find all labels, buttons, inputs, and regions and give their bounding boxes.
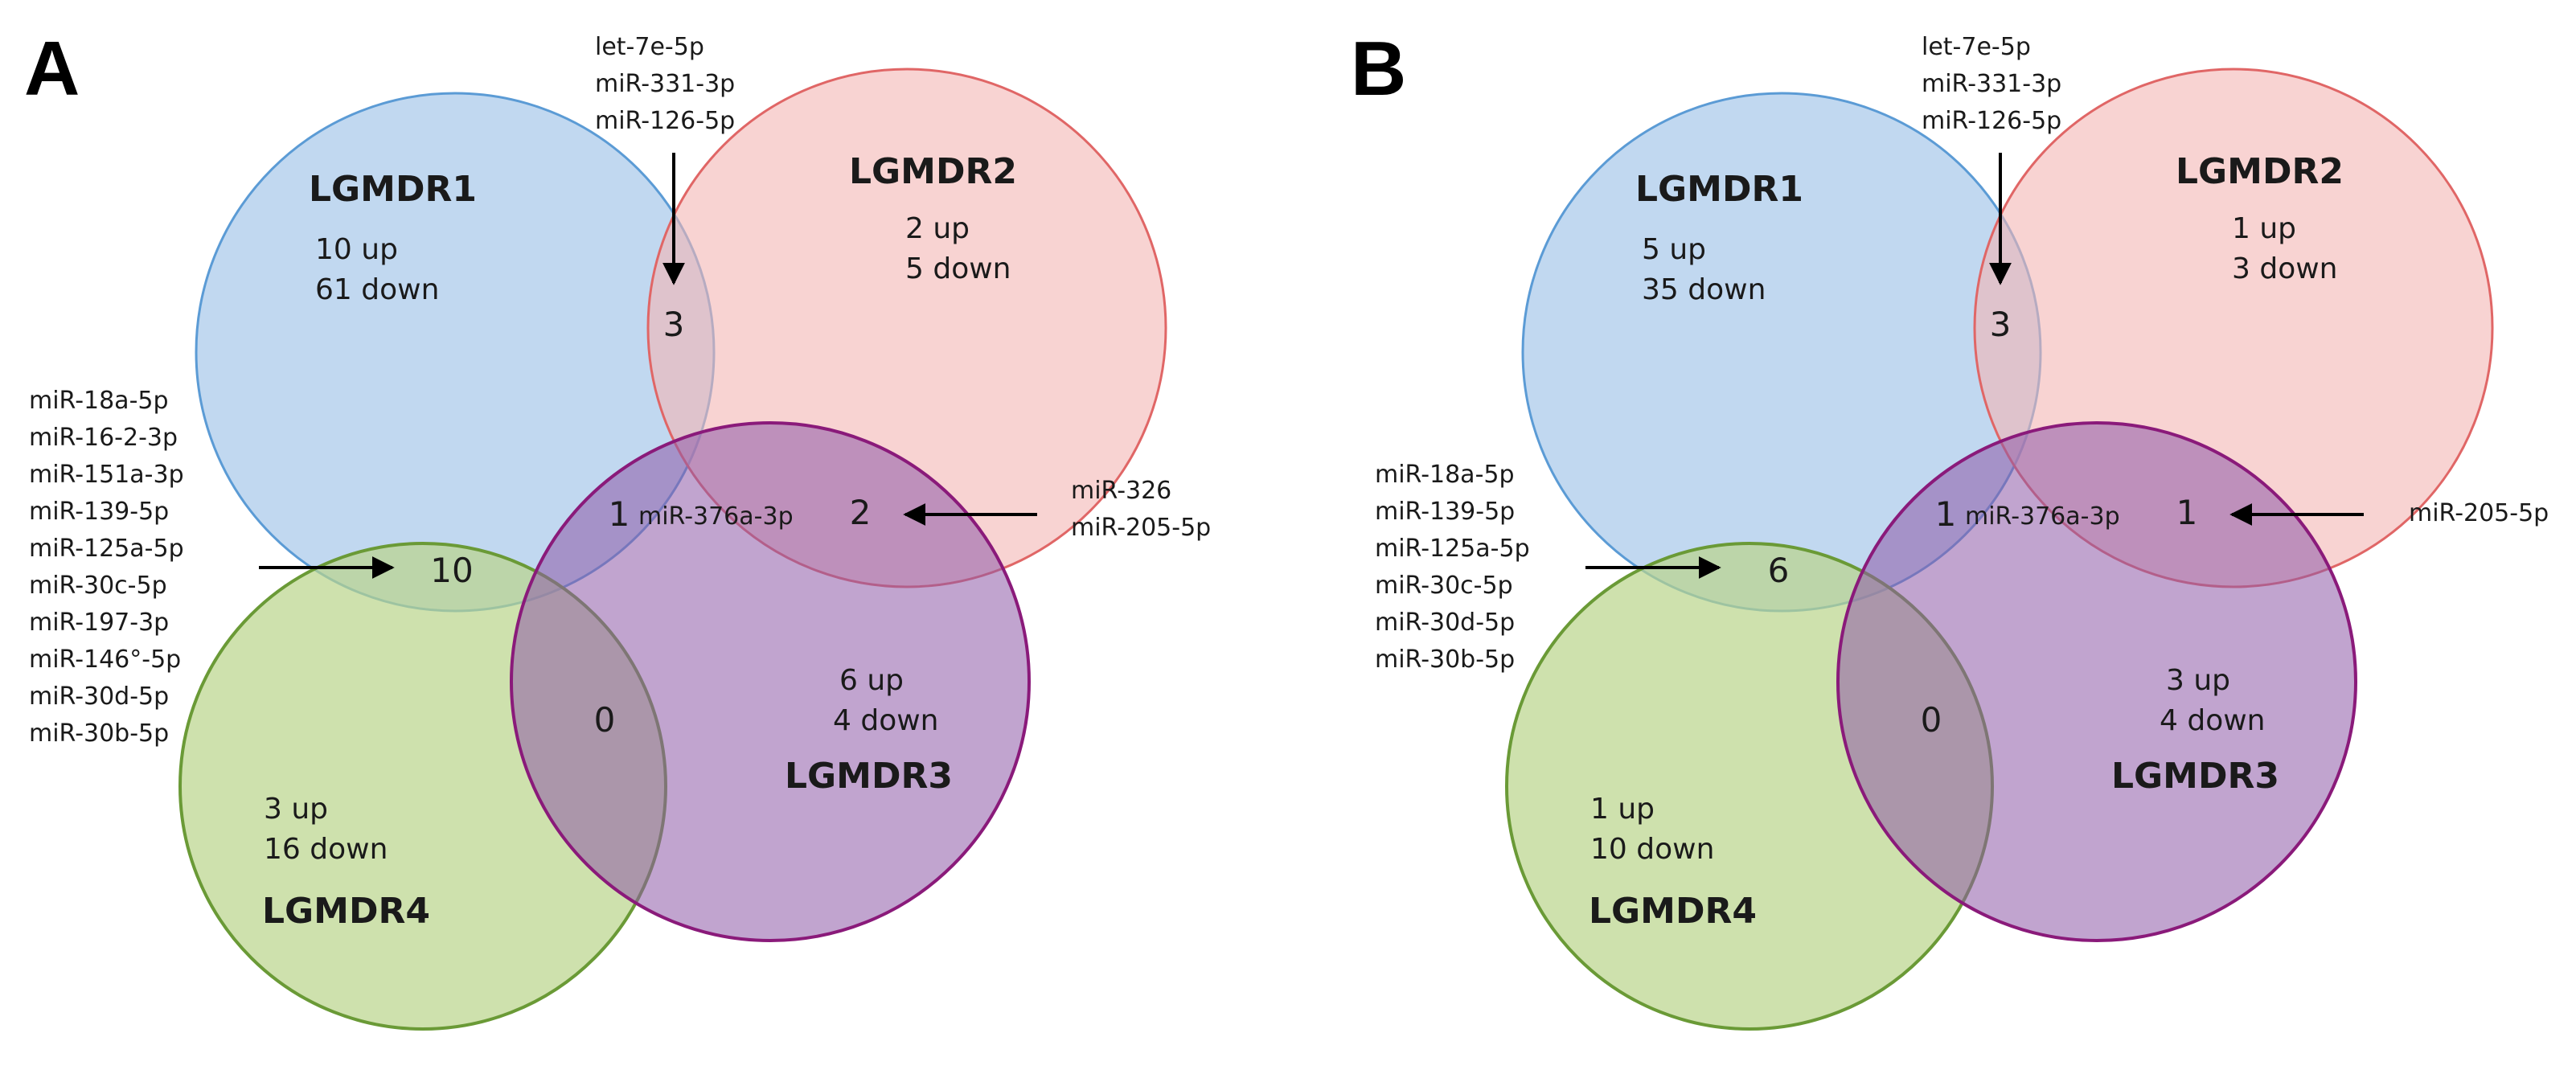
- circle-lgmdr3: [1836, 421, 2357, 942]
- lgmdr3-title: LGMDR3: [785, 756, 953, 797]
- right-mirna-item: miR-326: [1071, 477, 1171, 505]
- overlap-r1-r2: 3: [663, 305, 685, 344]
- left-mirna-item: miR-30c-5p: [29, 572, 167, 600]
- lgmdr4-title: LGMDR4: [262, 891, 430, 932]
- top-mirna-item: miR-126-5p: [595, 107, 735, 135]
- left-mirna-item: miR-30d-5p: [1375, 609, 1515, 637]
- overlap-r1-r2-r3: 1: [1935, 494, 1957, 534]
- overlap-r1-r2-r3-mirna: miR-376a-3p: [1965, 502, 2120, 531]
- left-mirna-item: miR-18a-5p: [1375, 461, 1515, 489]
- lgmdr4-title: LGMDR4: [1589, 891, 1757, 932]
- top-mirna-item: miR-126-5p: [1922, 107, 2061, 135]
- lgmdr4-down: 16 down: [264, 833, 388, 866]
- left-mirna-item: miR-18a-5p: [29, 387, 169, 415]
- lgmdr3-down: 4 down: [833, 704, 938, 737]
- overlap-r1-r4: 10: [430, 551, 473, 590]
- lgmdr3-down: 4 down: [2160, 704, 2265, 737]
- overlap-r1-r2-r3: 1: [609, 494, 630, 534]
- panel-b: B LGMDR1 5 up 35 down LGMDR2 1 up 3 down 3 up 4 …: [1351, 26, 2549, 1031]
- right-mirna-item: miR-205-5p: [1071, 514, 1211, 542]
- lgmdr1-title: LGMDR1: [309, 169, 477, 210]
- top-mirna-item: miR-331-3p: [595, 70, 735, 98]
- lgmdr1-down: 35 down: [1642, 273, 1766, 306]
- left-mirna-item: miR-197-3p: [29, 609, 169, 637]
- top-mirna-item: let-7e-5p: [1922, 33, 2031, 61]
- left-mirna-item: miR-151a-3p: [29, 461, 184, 489]
- lgmdr4-down: 10 down: [1590, 833, 1714, 866]
- lgmdr1-up: 10 up: [315, 233, 398, 266]
- lgmdr2-up: 1 up: [2232, 212, 2296, 245]
- left-mirna-item: miR-125a-5p: [1375, 535, 1530, 563]
- lgmdr1-down: 61 down: [315, 273, 439, 306]
- panel-a: A LGMDR1 10 up 61 down LGMDR2 2 up 5 down 6 up 4…: [24, 26, 1211, 1031]
- lgmdr3-up: 3 up: [2166, 664, 2230, 697]
- overlap-r1-r2: 3: [1990, 305, 2012, 344]
- overlap-r1-r4: 6: [1768, 551, 1790, 590]
- top-mirna-item: miR-331-3p: [1922, 70, 2061, 98]
- lgmdr2-title: LGMDR2: [849, 151, 1017, 192]
- left-mirna-item: miR-30b-5p: [1375, 646, 1515, 674]
- lgmdr2-up: 2 up: [905, 212, 970, 245]
- lgmdr1-up: 5 up: [1642, 233, 1706, 266]
- left-mirna-item: miR-146°-5p: [29, 646, 181, 674]
- lgmdr3-up: 6 up: [839, 664, 904, 697]
- overlap-r2-r3: 2: [850, 493, 872, 532]
- overlap-r1-r2-r3-mirna: miR-376a-3p: [638, 502, 794, 531]
- left-mirna-item: miR-30c-5p: [1375, 572, 1513, 600]
- panel-label: B: [1351, 26, 1406, 112]
- overlap-r3-r4: 0: [594, 700, 616, 740]
- left-mirna-item: miR-125a-5p: [29, 535, 184, 563]
- overlap-r3-r4: 0: [1921, 700, 1942, 740]
- lgmdr4-up: 1 up: [1590, 793, 1655, 826]
- left-mirna-item: miR-30d-5p: [29, 683, 169, 711]
- lgmdr2-title: LGMDR2: [2176, 151, 2344, 192]
- top-mirna-item: let-7e-5p: [595, 33, 704, 61]
- right-mirna-item: miR-205-5p: [2409, 499, 2549, 527]
- left-mirna-item: miR-16-2-3p: [29, 424, 178, 452]
- lgmdr1-title: LGMDR1: [1635, 169, 1803, 210]
- lgmdr2-down: 3 down: [2232, 252, 2337, 285]
- lgmdr3-title: LGMDR3: [2111, 756, 2279, 797]
- lgmdr2-down: 5 down: [905, 252, 1011, 285]
- lgmdr4-up: 3 up: [264, 793, 328, 826]
- left-mirna-item: miR-139-5p: [29, 498, 169, 526]
- left-mirna-item: miR-139-5p: [1375, 498, 1515, 526]
- overlap-r2-r3: 1: [2176, 493, 2198, 532]
- circle-lgmdr3: [510, 421, 1031, 942]
- panel-label: A: [24, 26, 80, 112]
- left-mirna-item: miR-30b-5p: [29, 719, 169, 748]
